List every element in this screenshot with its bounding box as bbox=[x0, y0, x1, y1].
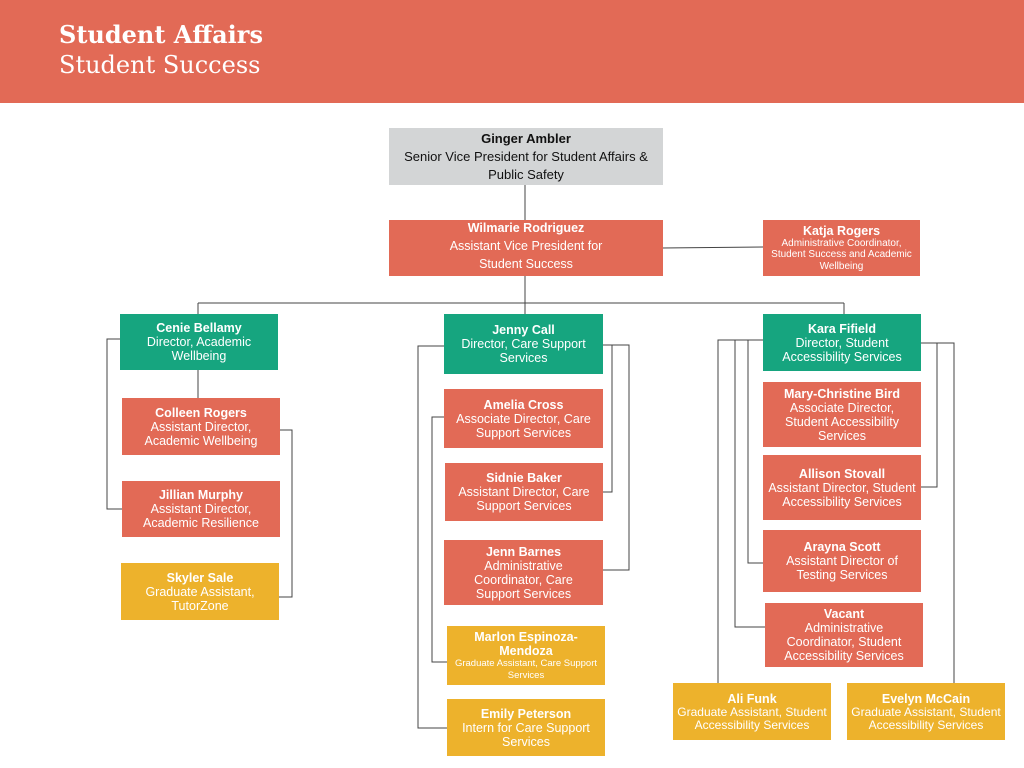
node-name: Jillian Murphy bbox=[158, 488, 244, 502]
node-name: Cenie Bellamy bbox=[156, 321, 242, 335]
node-role: Assistant Vice President for Student Suc… bbox=[449, 239, 603, 271]
connector-line bbox=[431, 416, 447, 663]
node-emily-peterson: Emily Peterson Intern for Care Support S… bbox=[447, 699, 605, 756]
node-evelyn-mccain: Evelyn McCain Graduate Assistant, Studen… bbox=[847, 683, 1005, 740]
node-role: Associate Director, Care Support Service… bbox=[456, 411, 591, 440]
node-role: Graduate Assistant, Student Accessibilit… bbox=[851, 704, 1001, 732]
connector-line bbox=[717, 339, 763, 683]
node-name: Ali Funk bbox=[727, 691, 777, 706]
node-arayna-scott: Arayna Scott Assistant Director of Testi… bbox=[763, 530, 921, 592]
node-colleen-rogers: Colleen Rogers Assistant Director, Acade… bbox=[122, 398, 280, 455]
node-name: Jenny Call bbox=[492, 323, 555, 337]
connector-line bbox=[747, 339, 763, 564]
connector-line bbox=[603, 344, 613, 493]
page-header: Student Affairs Student Success bbox=[0, 0, 1024, 103]
node-katja-rogers: Katja Rogers Administrative Coordinator,… bbox=[763, 220, 920, 276]
node-name: Arayna Scott bbox=[803, 540, 881, 554]
node-role: Assistant Director, Academic Wellbeing bbox=[144, 419, 258, 448]
node-name: Mary-Christine Bird bbox=[784, 386, 900, 401]
node-name: Evelyn McCain bbox=[881, 691, 971, 706]
node-allison-stovall: Allison Stovall Assistant Director, Stud… bbox=[763, 455, 921, 520]
connector-line bbox=[661, 246, 764, 249]
node-name: Katja Rogers bbox=[802, 223, 881, 238]
node-name: Kara Fifield bbox=[807, 321, 877, 336]
node-jillian-murphy: Jillian Murphy Assistant Director, Acade… bbox=[122, 481, 280, 537]
header-subtitle: Student Success bbox=[59, 51, 261, 79]
node-kara-fifield: Kara Fifield Director, Student Accessibi… bbox=[763, 314, 921, 371]
node-marlon-espinoza-mendoza: Marlon Espinoza-Mendoza Graduate Assista… bbox=[447, 626, 605, 685]
node-jenny-call: Jenny Call Director, Care Support Servic… bbox=[444, 314, 603, 374]
node-name: Colleen Rogers bbox=[155, 405, 247, 420]
node-name: Skyler Sale bbox=[166, 570, 234, 585]
node-jenn-barnes: Jenn Barnes Administrative Coordinator, … bbox=[444, 540, 603, 605]
node-role: Graduate Assistant, TutorZone bbox=[145, 584, 255, 613]
node-role: Administrative Coordinator, Care Support… bbox=[474, 558, 573, 601]
header-title: Student Affairs bbox=[59, 20, 263, 49]
node-role: Administrative Coordinator, Student Succ… bbox=[771, 237, 912, 272]
node-ali-funk: Ali Funk Graduate Assistant, Student Acc… bbox=[673, 683, 831, 740]
node-role: Administrative Coordinator, Student Acce… bbox=[784, 621, 904, 663]
node-mary-christine-bird: Mary-Christine Bird Associate Director, … bbox=[763, 382, 921, 447]
node-role: Director, Academic Wellbeing bbox=[146, 335, 252, 363]
node-cenie-bellamy: Cenie Bellamy Director, Academic Wellbei… bbox=[120, 314, 278, 370]
node-name: Amelia Cross bbox=[483, 397, 564, 412]
node-role: Associate Director, Student Accessibilit… bbox=[785, 400, 899, 443]
node-role: Assistant Director, Care Support Service… bbox=[458, 485, 590, 513]
node-wilmarie-rodriguez: Wilmarie Rodriguez Assistant Vice Presid… bbox=[389, 220, 663, 276]
node-ginger-ambler: Ginger Ambler Senior Vice President for … bbox=[389, 128, 663, 185]
node-name: Sidnie Baker bbox=[486, 471, 562, 485]
node-sidnie-baker: Sidnie Baker Assistant Director, Care Su… bbox=[445, 463, 603, 521]
node-name: Wilmarie Rodriguez bbox=[467, 221, 585, 235]
node-name: Jenn Barnes bbox=[485, 544, 562, 559]
node-role: Senior Vice President for Student Affair… bbox=[404, 148, 648, 182]
node-skyler-sale: Skyler Sale Graduate Assistant, TutorZon… bbox=[121, 563, 279, 620]
node-role: Graduate Assistant, Care Support Service… bbox=[454, 658, 598, 681]
node-role: Director, Student Accessibility Services bbox=[782, 335, 902, 364]
connector-line bbox=[279, 429, 293, 598]
node-role: Assistant Director, Student Accessibilit… bbox=[768, 480, 916, 509]
connector-line bbox=[734, 339, 765, 628]
connector-line bbox=[921, 342, 938, 488]
node-name: Ginger Ambler bbox=[481, 130, 571, 146]
node-vacant: Vacant Administrative Coordinator, Stude… bbox=[765, 603, 923, 667]
node-name: Emily Peterson bbox=[480, 706, 572, 721]
node-name: Allison Stovall bbox=[798, 466, 886, 481]
connector-line bbox=[603, 344, 630, 571]
node-name: Marlon Espinoza-Mendoza bbox=[474, 630, 578, 658]
node-amelia-cross: Amelia Cross Associate Director, Care Su… bbox=[444, 389, 603, 448]
node-name: Vacant bbox=[823, 607, 865, 621]
node-role: Intern for Care Support Services bbox=[462, 720, 590, 749]
node-role: Assistant Director of Testing Services bbox=[786, 554, 898, 582]
node-role: Graduate Assistant, Student Accessibilit… bbox=[677, 704, 827, 732]
connector-line bbox=[417, 345, 447, 729]
node-role: Assistant Director, Academic Resilience bbox=[142, 502, 260, 530]
node-role: Director, Care Support Services bbox=[461, 337, 586, 365]
connector-line bbox=[106, 338, 122, 510]
